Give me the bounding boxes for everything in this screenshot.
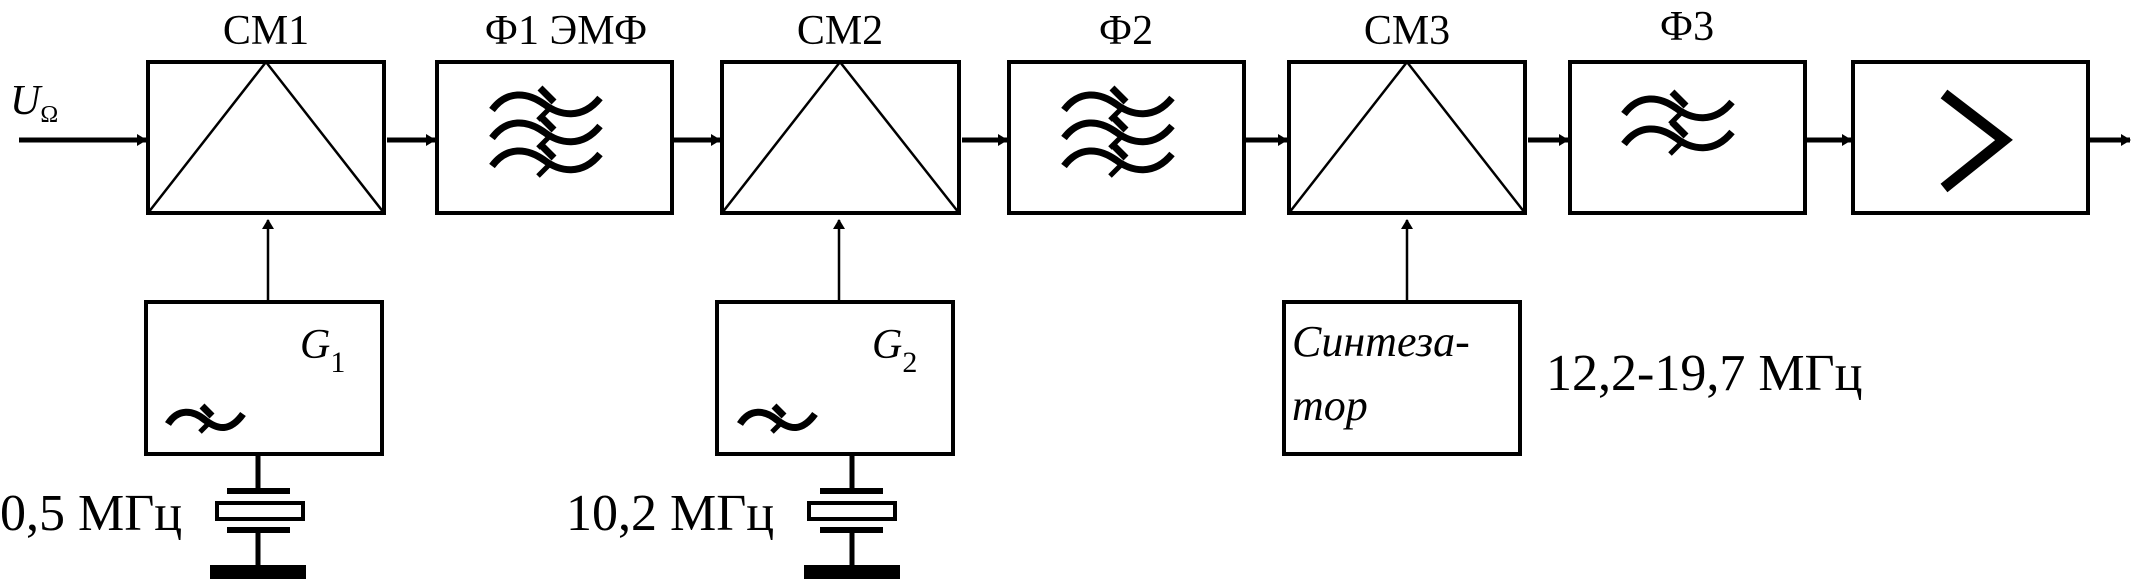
synthesizer-label-line1: Синтеза- (1292, 317, 1470, 366)
mixer-cm1-title: СМ1 (223, 8, 309, 54)
ground-icon (804, 565, 900, 579)
filter-f2: Ф2 (1007, 8, 1246, 215)
synthesizer-label-line2: тор (1292, 381, 1368, 430)
oscillator-g1-label: G1 (300, 322, 345, 379)
mixer-cm1: СМ1 (146, 8, 386, 215)
filter-f2-title: Ф2 (1099, 8, 1153, 54)
oscillator-g1-frequency: 0,5 МГц (0, 485, 182, 542)
mixer-cm2: СМ2 (720, 8, 961, 215)
filter-f1-title: Ф1 ЭМФ (485, 8, 647, 54)
synthesizer-frequency: 12,2-19,7 МГц (1546, 345, 1862, 402)
amplifier-chevron-icon (1940, 89, 2013, 193)
filter-f3: Ф3 (1568, 4, 1807, 215)
crystal-top-plate (227, 488, 290, 494)
oscillator-g2-frequency: 10,2 МГц (566, 485, 774, 542)
ground-icon (210, 565, 306, 579)
oscillator-g1: G1 0,5 МГц (0, 219, 384, 579)
mixer-cm3-title: СМ3 (1364, 8, 1450, 54)
quartz-crystal-icon (215, 501, 305, 521)
mixer-cm3: СМ3 (1287, 8, 1527, 215)
filter-f3-title: Ф3 (1660, 4, 1714, 50)
input-signal-label: UΩ (10, 78, 58, 128)
oscillator-g2-label: G2 (872, 322, 917, 379)
mixer-cm2-title: СМ2 (797, 8, 883, 54)
oscillator-g2: G2 10,2 МГц (566, 219, 955, 579)
filter-f1: Ф1 ЭМФ (435, 8, 674, 215)
synthesizer: Синтеза- тор 12,2-19,7 МГц (1282, 219, 1862, 456)
amplifier (1851, 60, 2090, 215)
quartz-crystal-icon (807, 501, 897, 521)
